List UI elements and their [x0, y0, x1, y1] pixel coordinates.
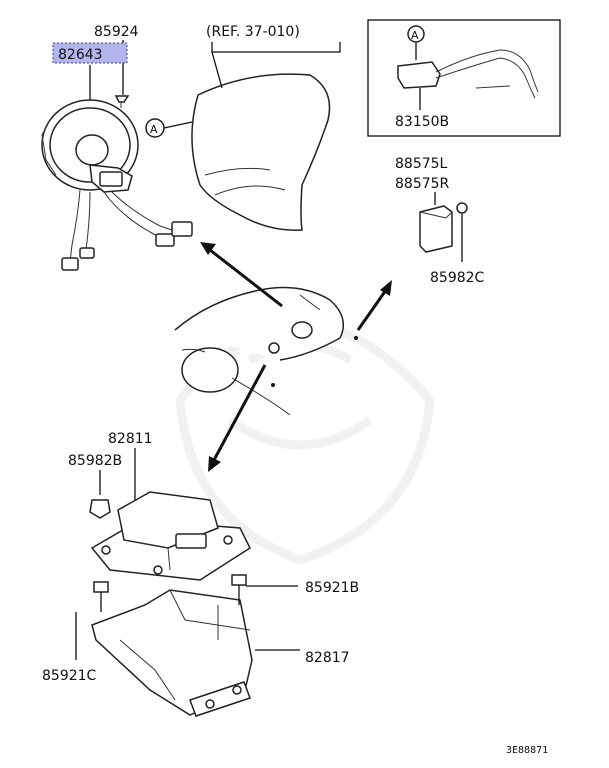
- inset-box: [367, 19, 561, 137]
- arrow-to-clock-spring: [200, 242, 283, 308]
- label-85982b[interactable]: 85982B: [68, 453, 122, 469]
- bolt-85921c: [93, 581, 109, 612]
- label-85921b[interactable]: 85921B: [305, 580, 359, 596]
- bolt-85921b: [231, 574, 247, 605]
- diagram-code: 3E88871: [506, 745, 548, 756]
- dashboard-column-part: [174, 286, 358, 416]
- label-85982c[interactable]: 85982C: [430, 270, 485, 286]
- airbag-control-unit-part: [90, 491, 251, 581]
- mounting-bracket-part: [91, 589, 253, 717]
- clip-85982c: [456, 202, 468, 262]
- side-sensor-part: [419, 205, 453, 253]
- label-85921c[interactable]: 85921C: [42, 668, 97, 684]
- label-ref[interactable]: (REF. 37-010): [206, 24, 300, 40]
- label-88575l[interactable]: 88575L: [395, 156, 448, 172]
- callout-a-main[interactable]: A: [150, 123, 158, 136]
- airbag-module-part: [191, 73, 331, 231]
- label-82811[interactable]: 82811: [108, 431, 153, 447]
- connector-harness-part: [397, 49, 539, 99]
- label-83150b[interactable]: 83150B: [395, 114, 449, 130]
- leader-a-main: [163, 121, 193, 129]
- label-88575r[interactable]: 88575R: [395, 176, 450, 192]
- label-85924[interactable]: 85924: [94, 24, 139, 40]
- arrow-to-sensor: [356, 280, 392, 331]
- callout-a-inset[interactable]: A: [411, 29, 419, 42]
- label-82643[interactable]: 82643: [58, 47, 103, 63]
- clock-spring-part: [41, 99, 193, 271]
- arrow-to-control-unit: [208, 364, 267, 472]
- leader-ref: [211, 51, 223, 89]
- ref-bracket: [211, 42, 341, 53]
- label-82817[interactable]: 82817: [305, 650, 350, 666]
- highlight-box-82643: [52, 42, 128, 64]
- nut-85982b: [89, 499, 111, 519]
